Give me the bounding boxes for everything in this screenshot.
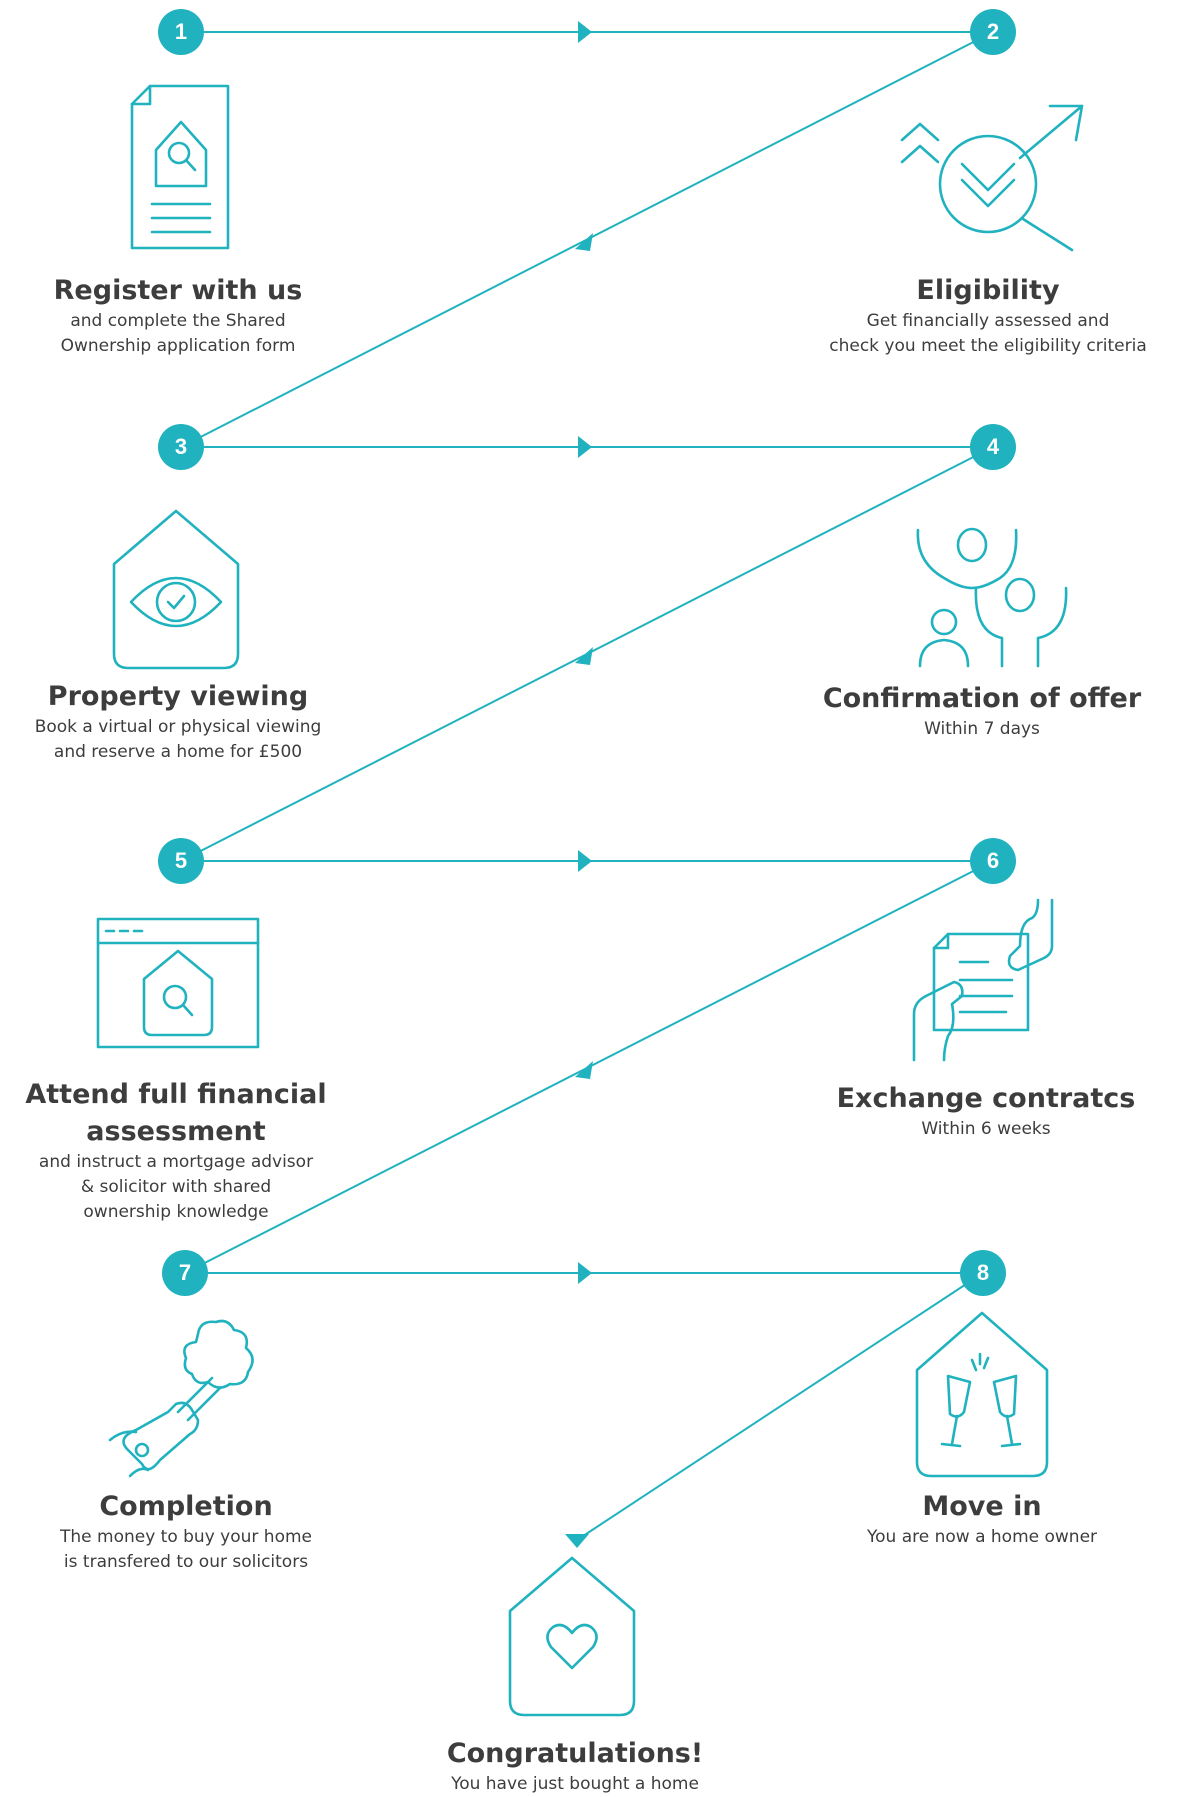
- house-glasses-icon: [914, 1310, 1050, 1482]
- arrow-left-1: [575, 233, 593, 251]
- step-description-line: and reserve a home for £500: [53, 742, 303, 762]
- celebrating-people-icon: [910, 522, 1080, 672]
- step-number-8: 8: [960, 1250, 1006, 1296]
- step-title: Exchange contratcs: [836, 1083, 1136, 1114]
- step-number-4: 4: [970, 424, 1016, 470]
- step-3: Property viewing Book a virtual or physi…: [35, 678, 322, 765]
- step-title: Eligibility: [916, 275, 1060, 306]
- step-description-line: Book a virtual or physical viewing: [34, 717, 322, 737]
- step-description-line: is transfered to our solicitors: [63, 1552, 309, 1572]
- step-5: Attend full financial assessment and ins…: [25, 1076, 326, 1225]
- arrow-right-4: [578, 1262, 592, 1284]
- step-number-1: 1: [158, 9, 204, 55]
- step-description-line: & solicitor with shared: [80, 1177, 272, 1197]
- exchange-document-icon: [908, 898, 1054, 1066]
- house-eye-icon: [111, 508, 241, 674]
- step-number-2: 2: [970, 9, 1016, 55]
- final-description: You have just bought a home: [451, 1774, 699, 1794]
- step-description-line: and instruct a mortgage advisor: [38, 1152, 314, 1172]
- step-4: Confirmation of offer Within 7 days: [823, 680, 1141, 742]
- arrow-right-3: [578, 850, 592, 872]
- step-title: Move in: [922, 1491, 1042, 1522]
- step-number-7: 7: [162, 1250, 208, 1296]
- browser-house-icon: [96, 917, 260, 1053]
- step-description-line: Within 6 weeks: [921, 1119, 1051, 1139]
- step-description-line: Get financially assessed and: [866, 311, 1110, 331]
- arrow-right-2: [578, 436, 592, 458]
- final-title: Congratulations!: [446, 1738, 704, 1769]
- house-heart-icon: [507, 1555, 637, 1721]
- step-title: Property viewing: [47, 681, 309, 712]
- step-8: Move in You are now a home owner: [867, 1488, 1097, 1550]
- arrow-down-final: [565, 1534, 589, 1548]
- step-title: Register with us: [53, 275, 303, 306]
- magnifier-check-icon: [900, 100, 1090, 262]
- step-description-line: Within 7 days: [924, 719, 1040, 739]
- step-description-line: check you meet the eligibility criteria: [829, 336, 1147, 356]
- step-7: Completion The money to buy your home is…: [60, 1488, 312, 1575]
- champagne-pop-icon: [108, 1319, 268, 1482]
- step-title: assessment: [86, 1116, 266, 1147]
- document-search-icon: [128, 84, 234, 254]
- step-description-line: The money to buy your home: [59, 1527, 313, 1547]
- step-description-line: ownership knowledge: [83, 1202, 269, 1222]
- step-number-5: 5: [158, 838, 204, 884]
- arrow-left-2: [575, 647, 593, 665]
- step-1: Register with us and complete the Shared…: [54, 272, 303, 359]
- step-6: Exchange contratcs Within 6 weeks: [837, 1080, 1136, 1142]
- step-number-3: 3: [158, 424, 204, 470]
- step-description-line: You are now a home owner: [866, 1527, 1098, 1547]
- step-number-6: 6: [970, 838, 1016, 884]
- step-2: Eligibility Get financially assessed and…: [829, 272, 1147, 359]
- final-step: Congratulations! You have just bought a …: [447, 1735, 703, 1797]
- step-title: Confirmation of offer: [822, 683, 1142, 714]
- step-description-line: and complete the Shared: [70, 311, 286, 331]
- arrow-left-3: [575, 1061, 593, 1079]
- step-title: Attend full financial: [25, 1079, 327, 1110]
- arrow-right-1: [578, 21, 592, 43]
- step-title: Completion: [99, 1491, 273, 1522]
- step-description-line: Ownership application form: [60, 336, 296, 356]
